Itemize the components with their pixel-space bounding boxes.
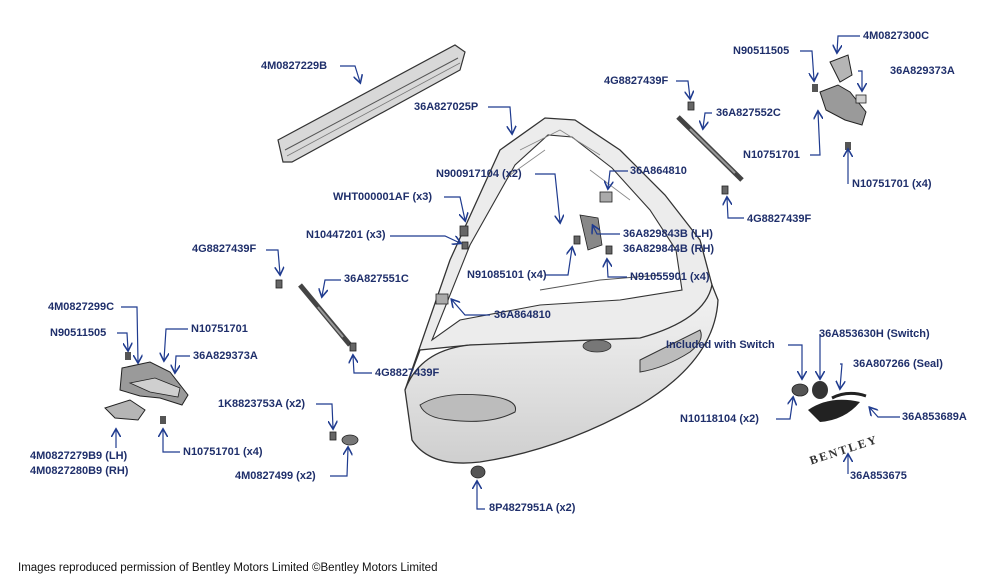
label-n10118104: N10118104 (x2): [680, 413, 759, 425]
label-n10751701-x4-right: N10751701 (x4): [852, 178, 932, 190]
label-4m0827499: 4M0827499 (x2): [235, 470, 316, 482]
label-36a827551c: 36A827551C: [344, 273, 409, 285]
label-n10751701-right: N10751701: [743, 149, 800, 161]
label-36a853675: 36A853675: [850, 470, 907, 482]
label-1k8823753a: 1K8823753A (x2): [218, 398, 306, 410]
label-n90511505-right: N90511505: [733, 45, 790, 57]
gas-strut-right-part: [676, 115, 744, 182]
label-4m0827300c: 4M0827300C: [863, 30, 930, 42]
copyright-footer: Images reproduced permission of Bentley …: [18, 562, 438, 574]
switch-badge-part: [791, 381, 867, 422]
label-4g8827439f-lower: 4G8827439F: [375, 367, 440, 379]
label-4m0827279b9: 4M0827279B9 (LH): [30, 450, 128, 462]
label-36a807266: 36A807266 (Seal): [853, 358, 943, 370]
label-tailgate: 36A827025P: [414, 101, 479, 113]
label-4m0827280b9: 4M0827280B9 (RH): [30, 465, 129, 477]
label-4g8827439f-right: 4G8827439F: [747, 213, 812, 225]
label-n10751701-left: N10751701: [191, 323, 248, 335]
hinge-right-part: [812, 54, 867, 150]
label-wht000001af: WHT000001AF (x3): [333, 191, 433, 203]
label-36a829843b: 36A829843B (LH): [623, 228, 713, 240]
bentley-logo: BENTLEY: [808, 432, 880, 467]
label-36a864810-bottom: 36A864810: [494, 309, 551, 321]
label-36a829373a-right: 36A829373A: [890, 65, 955, 77]
label-n900917104: N900917104 (x2): [436, 168, 522, 180]
label-36a853630h: 36A853630H (Switch): [819, 328, 930, 340]
label-n91085101: N91085101 (x4): [467, 269, 547, 281]
label-n10447201: N10447201 (x3): [306, 229, 386, 241]
label-included-with-switch: Included with Switch: [666, 339, 775, 351]
label-36a864810-top: 36A864810: [630, 165, 687, 177]
label-spoiler: 4M0827229B: [261, 60, 328, 72]
tailgate-body-part: [404, 282, 719, 464]
label-n90511505-left: N90511505: [50, 327, 107, 339]
gas-strut-left-part: [298, 283, 352, 347]
hinge-left-part: [104, 352, 189, 424]
label-36a829844b: 36A829844B (RH): [623, 243, 715, 255]
label-n91055901: N91055901 (x4): [630, 271, 710, 283]
label-4m0827299c: 4M0827299C: [48, 301, 115, 313]
label-8p4827951a: 8P4827951A (x2): [489, 502, 576, 514]
label-4g8827439f-top: 4G8827439F: [604, 75, 669, 87]
small-parts: [275, 101, 729, 479]
label-36a853689a: 36A853689A: [902, 411, 967, 423]
tailgate-frame-part: [404, 117, 713, 391]
label-36a827552c: 36A827552C: [716, 107, 781, 119]
label-36a829373a-left: 36A829373A: [193, 350, 258, 362]
leader-arrows: [116, 35, 900, 510]
label-4g8827439f-left: 4G8827439F: [192, 243, 257, 255]
spoiler-part: [277, 44, 466, 163]
label-n10751701-x4-left: N10751701 (x4): [183, 446, 263, 458]
